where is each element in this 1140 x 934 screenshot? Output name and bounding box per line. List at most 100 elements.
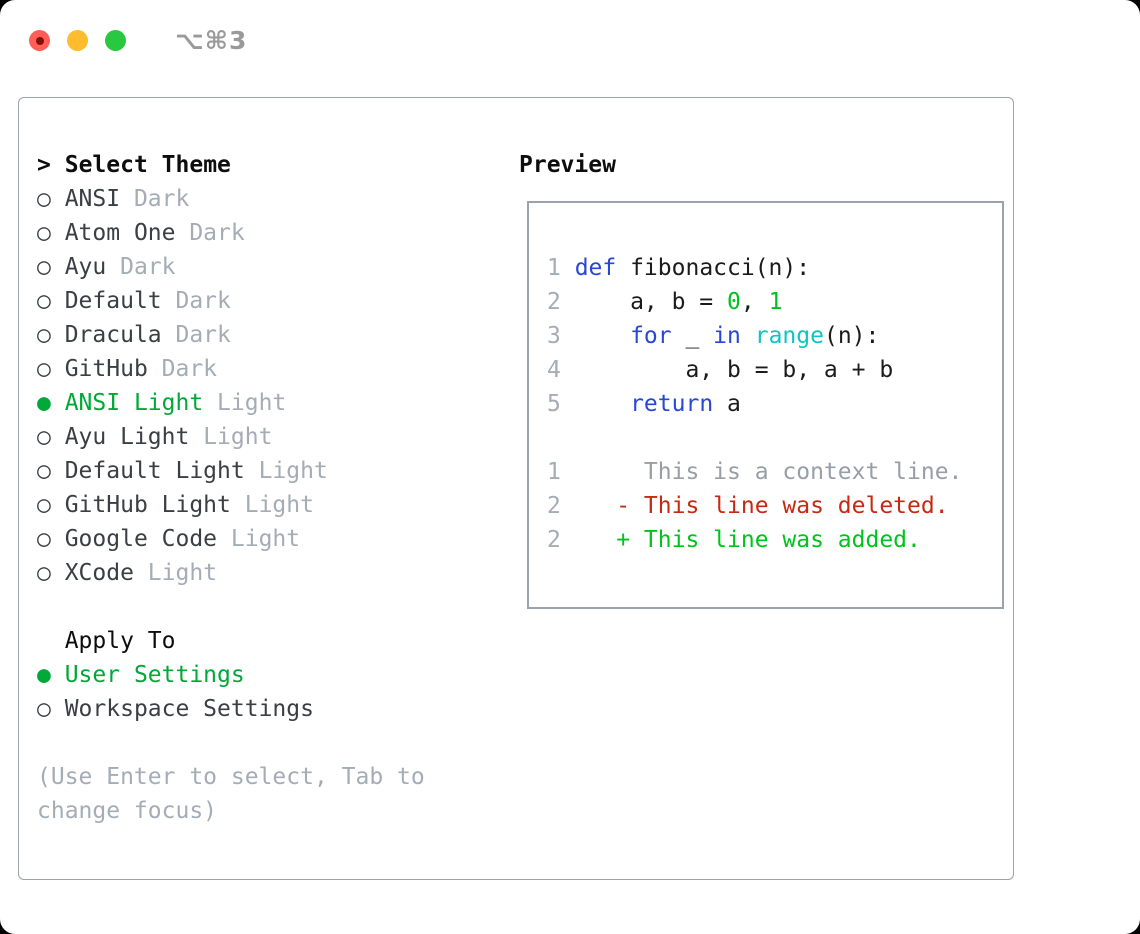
code-token: + This line was added.	[574, 527, 921, 553]
radio-icon: ○	[37, 492, 51, 518]
theme-name: GitHub	[50, 356, 148, 382]
theme-option[interactable]: ○ GitHub Light Light	[37, 488, 499, 522]
code-line: 1 def fibonacci(n):	[547, 251, 1002, 285]
spacer	[37, 590, 499, 624]
theme-variant: Light	[244, 458, 328, 484]
theme-option[interactable]: ○ Dracula Dark	[37, 318, 499, 352]
theme-variant: Light	[230, 492, 314, 518]
apply-to-option[interactable]: ● User Settings	[37, 658, 499, 692]
code-token: fibonacci(n):	[616, 255, 811, 281]
theme-selector-panel: > Select Theme ○ ANSI Dark○ Atom One Dar…	[18, 97, 1014, 880]
theme-option[interactable]: ○ Default Light Light	[37, 454, 499, 488]
code-content: for _ in range(n):	[575, 323, 879, 349]
theme-variant: Dark	[106, 254, 176, 280]
radio-icon: ○	[37, 322, 51, 348]
hint-text-line-1: (Use Enter to select, Tab to	[37, 764, 425, 790]
code-token: 0	[727, 289, 741, 315]
title-bar: ⌥⌘3	[29, 26, 247, 55]
theme-name: Ayu	[50, 254, 107, 280]
code-token: a, b =	[574, 289, 728, 315]
code-token	[741, 323, 755, 349]
theme-option[interactable]: ○ GitHub Dark	[37, 352, 499, 386]
spacer	[37, 726, 499, 760]
code-line: 1 This is a context line.	[547, 455, 1002, 489]
code-token: range	[754, 323, 824, 349]
window-shortcut-label: ⌥⌘3	[175, 26, 248, 55]
maximize-button[interactable]	[105, 30, 126, 51]
code-line: 4 a, b = b, a + b	[547, 353, 1002, 387]
theme-list: ○ ANSI Dark○ Atom One Dark○ Ayu Dark○ De…	[37, 182, 499, 590]
code-token: a, b = b, a + b	[574, 357, 894, 383]
line-number: 1	[547, 459, 561, 485]
radio-icon: ○	[37, 186, 51, 212]
radio-icon: ○	[37, 458, 51, 484]
code-content: def fibonacci(n):	[575, 255, 810, 281]
code-line: 3 for _ in range(n):	[547, 319, 1002, 353]
theme-option[interactable]: ○ XCode Light	[37, 556, 499, 590]
theme-option[interactable]: ○ Atom One Dark	[37, 216, 499, 250]
code-token: - This line was deleted.	[574, 493, 949, 519]
hint-text-line-2: change focus)	[37, 798, 218, 824]
line-number: 5	[547, 391, 561, 417]
select-theme-header-label: Select Theme	[64, 152, 231, 178]
minimize-button[interactable]	[67, 30, 88, 51]
radio-icon: ○	[37, 424, 51, 450]
theme-name: Ayu Light	[50, 424, 190, 450]
theme-variant: Light	[217, 526, 301, 552]
code-content: + This line was added.	[575, 527, 921, 553]
code-token: in	[713, 323, 741, 349]
code-content: - This line was deleted.	[574, 493, 949, 519]
code-line: 5 return a	[547, 387, 1002, 421]
theme-variant: Light	[133, 560, 218, 586]
code-content: This is a context line.	[575, 459, 963, 485]
theme-option[interactable]: ○ Default Dark	[37, 284, 499, 318]
line-number: 1	[547, 255, 561, 281]
theme-name: Default	[50, 288, 162, 314]
code-line: 2 a, b = 0, 1	[547, 285, 1002, 319]
radio-icon: ○	[37, 356, 51, 382]
code-token: 1	[768, 289, 783, 315]
code-content: a, b = b, a + b	[574, 357, 894, 383]
line-number: 3	[547, 323, 561, 349]
theme-variant: Dark	[175, 220, 245, 246]
theme-name: GitHub Light	[50, 492, 231, 518]
theme-option[interactable]: ○ Ayu Light Light	[37, 420, 499, 454]
theme-name: XCode	[50, 560, 134, 586]
close-button[interactable]	[29, 30, 50, 51]
selected-radio-icon: ●	[37, 390, 51, 416]
code-token: This is a context line.	[574, 459, 963, 485]
radio-icon: ○	[37, 220, 51, 246]
code-token	[575, 391, 630, 417]
code-line: 2 + This line was added.	[547, 523, 1002, 557]
apply-to-label: Workspace Settings	[50, 696, 314, 722]
radio-icon: ○	[37, 288, 51, 314]
line-number: 2	[547, 527, 561, 553]
theme-option[interactable]: ● ANSI Light Light	[37, 386, 499, 420]
radio-icon: ○	[37, 560, 51, 586]
select-theme-header: > Select Theme	[37, 148, 499, 182]
apply-to-header: Apply To	[64, 628, 176, 654]
apply-to-option[interactable]: ○ Workspace Settings	[37, 692, 499, 726]
theme-option[interactable]: ○ Google Code Light	[37, 522, 499, 556]
theme-name: ANSI	[50, 186, 121, 212]
radio-icon: ○	[37, 254, 51, 280]
line-number: 2	[547, 289, 561, 315]
line-number: 4	[547, 357, 561, 383]
theme-option[interactable]: ○ Ayu Dark	[37, 250, 499, 284]
code-token: def	[574, 255, 617, 281]
code-content: return a	[575, 391, 741, 417]
code-line	[547, 421, 1002, 455]
theme-option[interactable]: ○ ANSI Dark	[37, 182, 499, 216]
selected-radio-icon: ●	[37, 662, 51, 688]
theme-variant: Dark	[161, 288, 231, 314]
theme-variant: Light	[189, 424, 273, 450]
code-token: ,	[740, 289, 769, 315]
radio-icon: ○	[37, 526, 51, 552]
theme-variant: Light	[203, 390, 287, 416]
code-content: a, b = 0, 1	[574, 289, 783, 315]
code-token: a	[713, 391, 741, 417]
